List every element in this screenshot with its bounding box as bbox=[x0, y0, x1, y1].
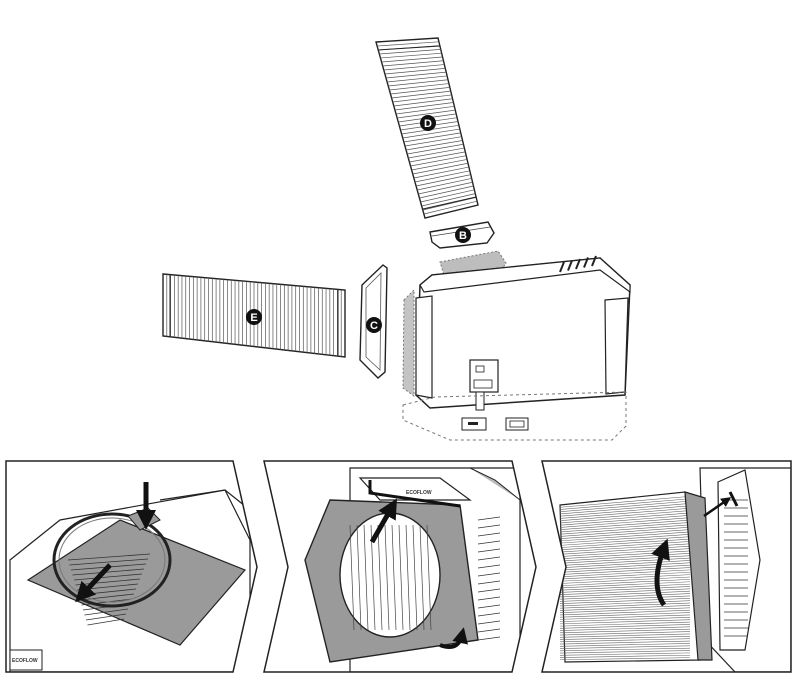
label-marker-c: C bbox=[366, 317, 382, 333]
step-panel-2: ECOFLOW bbox=[264, 461, 536, 672]
panel-one-brand: ECOFLOW bbox=[12, 658, 38, 664]
label-c-text: C bbox=[370, 320, 378, 332]
label-e-text: E bbox=[250, 312, 257, 324]
label-d-text: D bbox=[424, 118, 432, 130]
air-conditioner-unit bbox=[403, 251, 630, 440]
label-marker-b: B bbox=[455, 227, 471, 243]
step-panel-3 bbox=[542, 461, 791, 672]
panel-two-brand: ECOFLOW bbox=[406, 490, 432, 496]
label-marker-e: E bbox=[246, 309, 262, 325]
step-panel-1: ECOFLOW bbox=[6, 461, 257, 672]
label-b-text: B bbox=[459, 230, 467, 242]
label-marker-d: D bbox=[420, 115, 436, 131]
